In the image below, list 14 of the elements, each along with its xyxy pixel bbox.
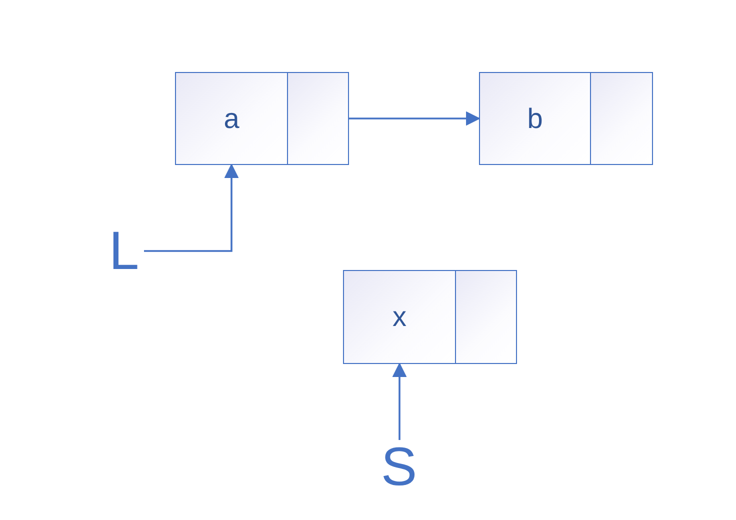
node-value: x bbox=[392, 301, 406, 333]
arrow bbox=[392, 362, 407, 440]
pointer-cell bbox=[590, 72, 653, 165]
pointer-label: S bbox=[380, 440, 418, 494]
data-cell bbox=[343, 270, 456, 364]
arrow bbox=[144, 164, 239, 252]
pointer-cell bbox=[287, 72, 349, 165]
data-cell bbox=[175, 72, 288, 165]
arrow bbox=[349, 111, 480, 126]
data-cell bbox=[479, 72, 591, 165]
pointer-cell bbox=[455, 270, 517, 364]
node-value: a bbox=[224, 102, 240, 134]
pointer-label: L bbox=[108, 224, 140, 278]
node-value: b bbox=[527, 102, 543, 134]
